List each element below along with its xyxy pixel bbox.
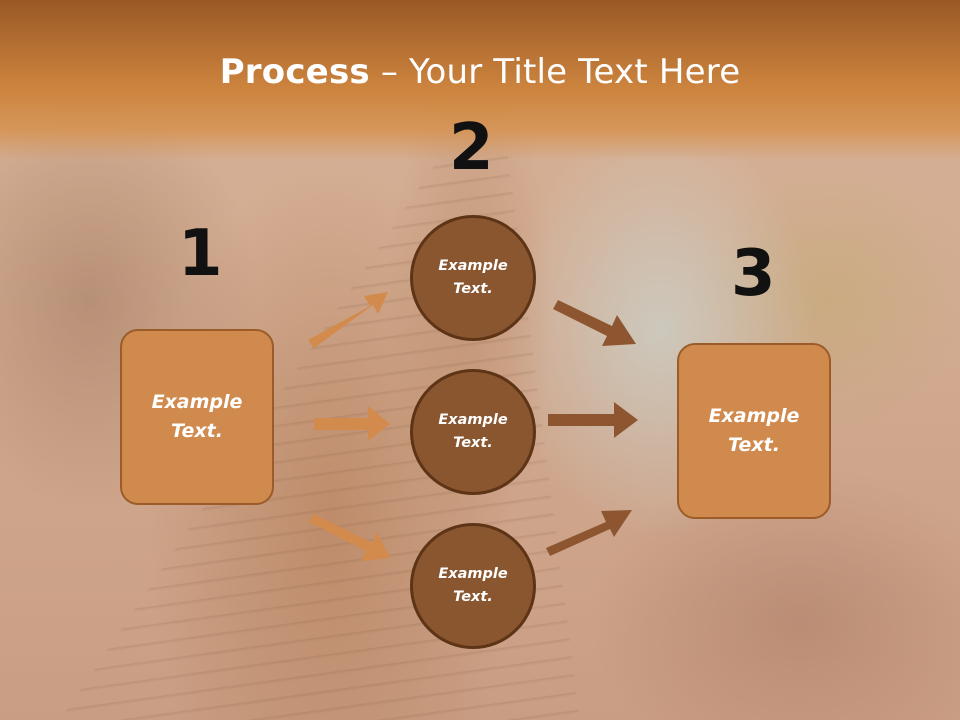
right-box-line2: Text. (728, 434, 780, 456)
step-number-2: 2 (449, 111, 494, 185)
circle-top-line1: Example (438, 258, 508, 274)
slide-title: Process – Your Title Text Here (0, 52, 960, 92)
circle-middle-line2: Text. (453, 435, 493, 451)
title-rest: – Your Title Text Here (369, 52, 741, 92)
title-bold: Process (219, 52, 370, 92)
step-number-1: 1 (178, 217, 223, 291)
arrow-left-middle (314, 406, 390, 441)
circle-top-line2: Text. (453, 281, 493, 297)
circle-middle-line1: Example (438, 412, 508, 428)
circle-top: Example Text. (410, 215, 536, 341)
right-text-box: Example Text. (677, 343, 831, 519)
left-text-box: Example Text. (120, 329, 274, 505)
circle-bottom-line2: Text. (453, 589, 493, 605)
arrow-left-down (309, 514, 390, 561)
right-box-line1: Example (708, 405, 800, 427)
circle-bottom-line1: Example (438, 566, 508, 582)
arrow-right-down (553, 300, 636, 346)
circle-bottom: Example Text. (410, 523, 536, 649)
circle-middle: Example Text. (410, 369, 536, 495)
arrow-right-up (546, 510, 632, 556)
left-box-line2: Text. (171, 420, 223, 442)
arrow-right-middle (548, 402, 638, 438)
left-box-line1: Example (151, 391, 243, 413)
arrow-left-up (308, 292, 388, 348)
step-number-3: 3 (731, 237, 776, 311)
